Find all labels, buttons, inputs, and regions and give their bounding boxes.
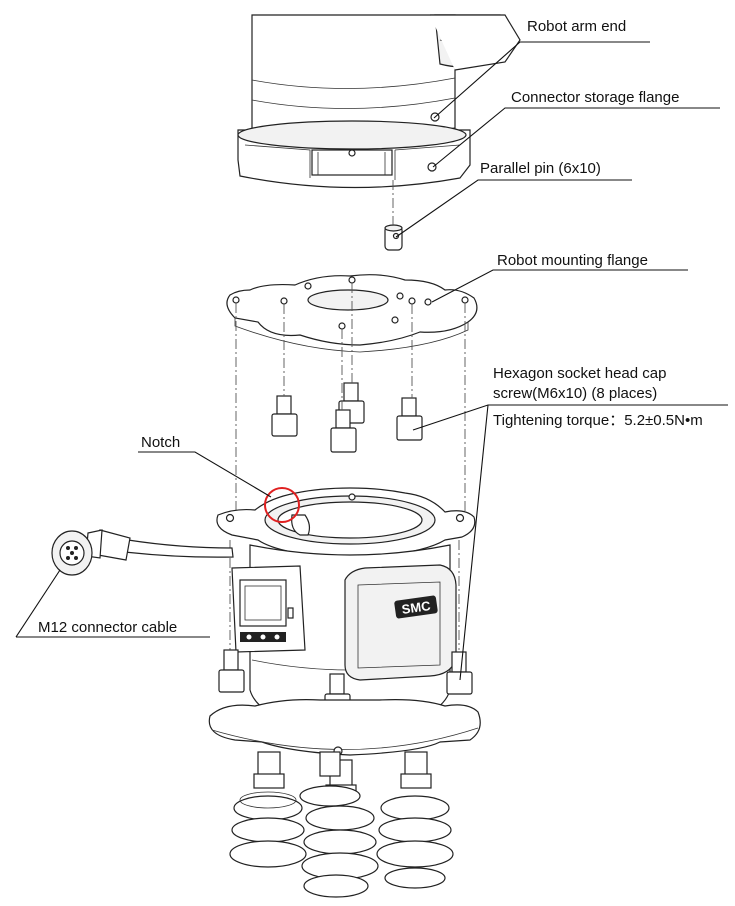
label-m12-connector-cable: M12 connector cable — [38, 619, 177, 636]
label-robot-arm-end: Robot arm end — [527, 18, 626, 35]
robot-arm-end — [251, 14, 521, 141]
pressure-switch — [231, 565, 306, 653]
label-robot-mounting-flange: Robot mounting flange — [497, 252, 648, 269]
cap-screw — [330, 409, 357, 453]
label-parallel-pin: Parallel pin (6x10) — [480, 160, 601, 177]
cap-screw-group-upper — [271, 382, 423, 453]
smc-logo-text: SMC — [401, 598, 432, 617]
leader-lines — [15, 41, 728, 681]
parallel-pin — [384, 224, 403, 251]
notch-highlight-circle — [264, 487, 300, 523]
suction-cups — [229, 751, 454, 898]
cap-screw — [218, 649, 245, 693]
bottom-plate — [208, 699, 481, 756]
label-hex-screw-line2: screw(M6x10) (8 places) — [493, 385, 657, 402]
connector-storage-flange — [237, 112, 471, 189]
cap-screw — [396, 397, 423, 441]
label-hex-screw-line1: Hexagon socket head cap — [493, 365, 666, 382]
smc-logo: SMC — [394, 595, 438, 619]
suction-cup — [229, 751, 307, 868]
label-connector-storage-flange: Connector storage flange — [511, 89, 679, 106]
cap-screw-group-lower — [218, 649, 473, 717]
label-tightening-torque: Tightening torque：5.2±0.5N•m — [493, 412, 703, 429]
suction-cup — [376, 751, 454, 889]
suction-cup — [299, 751, 361, 807]
suction-cup — [301, 759, 379, 898]
gripper-body: SMC — [216, 487, 476, 729]
cap-screw — [271, 395, 298, 437]
m12-connector-cable — [51, 529, 234, 576]
label-notch: Notch — [141, 434, 180, 451]
